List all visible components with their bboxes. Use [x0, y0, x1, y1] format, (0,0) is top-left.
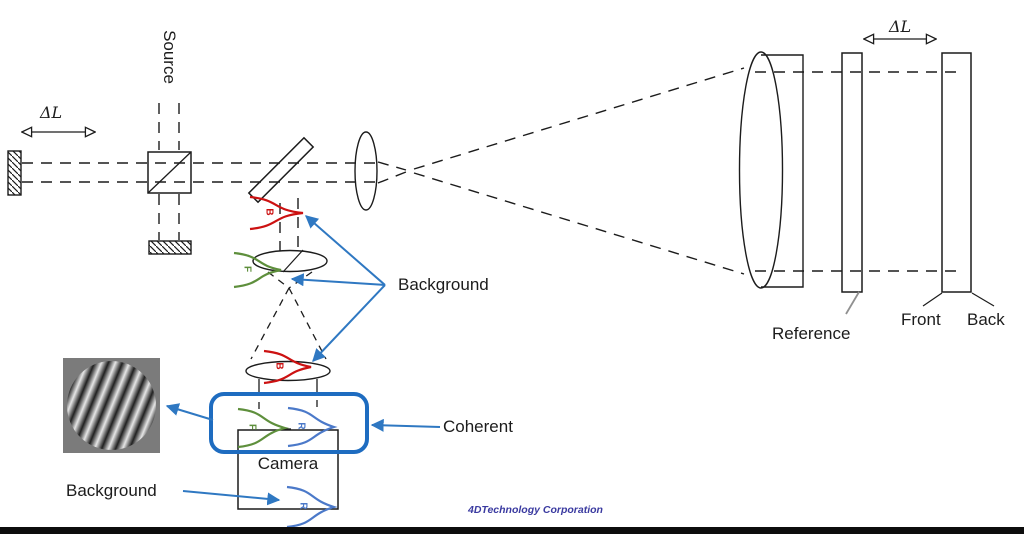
camera-entry-ticks	[258, 400, 318, 409]
reference-flat-icon	[841, 52, 863, 293]
pulse-envelopes	[233, 195, 338, 529]
fringe-pattern-circle	[67, 361, 156, 450]
pulse-r-box-curve	[287, 406, 338, 448]
pulse-f-mid-letter: F	[241, 265, 253, 273]
coherent-arrow	[370, 418, 441, 432]
pulse-f-mid-curve	[233, 251, 282, 289]
pulse-b-bottom-curve	[263, 349, 312, 385]
coherent-region-box	[209, 392, 369, 454]
background-bottom-label: Background	[66, 481, 157, 500]
beamsplitter-cube-icon	[147, 151, 192, 194]
pulse-r-bottom-curve	[286, 485, 338, 529]
pulse-f-box-letter: F	[246, 423, 258, 431]
delta-l-right-label: ΔL	[889, 17, 912, 36]
beam-path-dashed-lines	[22, 67, 963, 275]
back-pointer-line	[971, 292, 995, 307]
background-bottom-arrow	[182, 490, 281, 506]
mirror-bottom-icon	[148, 240, 192, 255]
interferogram-image	[63, 358, 160, 453]
relay-lens-ray	[282, 249, 304, 273]
background-arrow-to-bottom-pulse	[312, 284, 386, 362]
beam-down-from-beamsplitter	[279, 198, 299, 251]
focusing-lens-icon	[354, 131, 378, 211]
relay-diverging	[250, 287, 327, 360]
pulse-r-box-letter: R	[295, 422, 307, 430]
front-label: Front	[901, 310, 941, 329]
beam-converging-at-focus	[377, 161, 407, 184]
reference-label: Reference	[772, 324, 851, 343]
beam-diverging-to-collimator	[413, 67, 745, 275]
company-credit-text: 4DTechnology Corporation	[468, 504, 603, 516]
bottom-divider-bar	[0, 527, 1024, 534]
delta-l-left-label: ΔL	[40, 103, 63, 122]
background-arrow-to-focus	[290, 273, 386, 287]
test-plate-front-back-icon	[941, 52, 972, 293]
pulse-b-bottom-letter: B	[273, 362, 285, 370]
camera-box	[237, 429, 339, 510]
arrow-to-fringe-image	[165, 403, 214, 421]
collimator-lens-icon	[738, 51, 804, 289]
beam-collimated-to-test-parts	[755, 71, 963, 272]
pulse-f-box-curve	[237, 407, 290, 449]
reference-pointer-line	[845, 291, 860, 315]
pulse-r-bottom-letter: R	[297, 502, 309, 510]
camera-label: Camera	[257, 454, 319, 473]
annotation-arrows	[165, 215, 441, 506]
front-pointer-line	[922, 292, 943, 307]
background-arrow-to-top-pulse	[305, 215, 386, 286]
background-mid-label: Background	[398, 275, 489, 294]
source-label: Source	[160, 30, 179, 84]
back-label: Back	[967, 310, 1005, 329]
relay-beam-dashed-lines	[250, 271, 327, 360]
source-box-label-wrap: Source	[138, 11, 200, 103]
reference-mirror-left-icon	[7, 150, 22, 196]
pulse-b-top-letter: B	[263, 208, 275, 216]
pulse-b-top-curve	[249, 195, 304, 231]
relay-lens-icon	[252, 249, 328, 273]
coherent-label: Coherent	[443, 417, 513, 436]
imaging-lens-icon	[245, 360, 331, 382]
tilted-beamsplitter-plate-icon	[247, 136, 315, 204]
